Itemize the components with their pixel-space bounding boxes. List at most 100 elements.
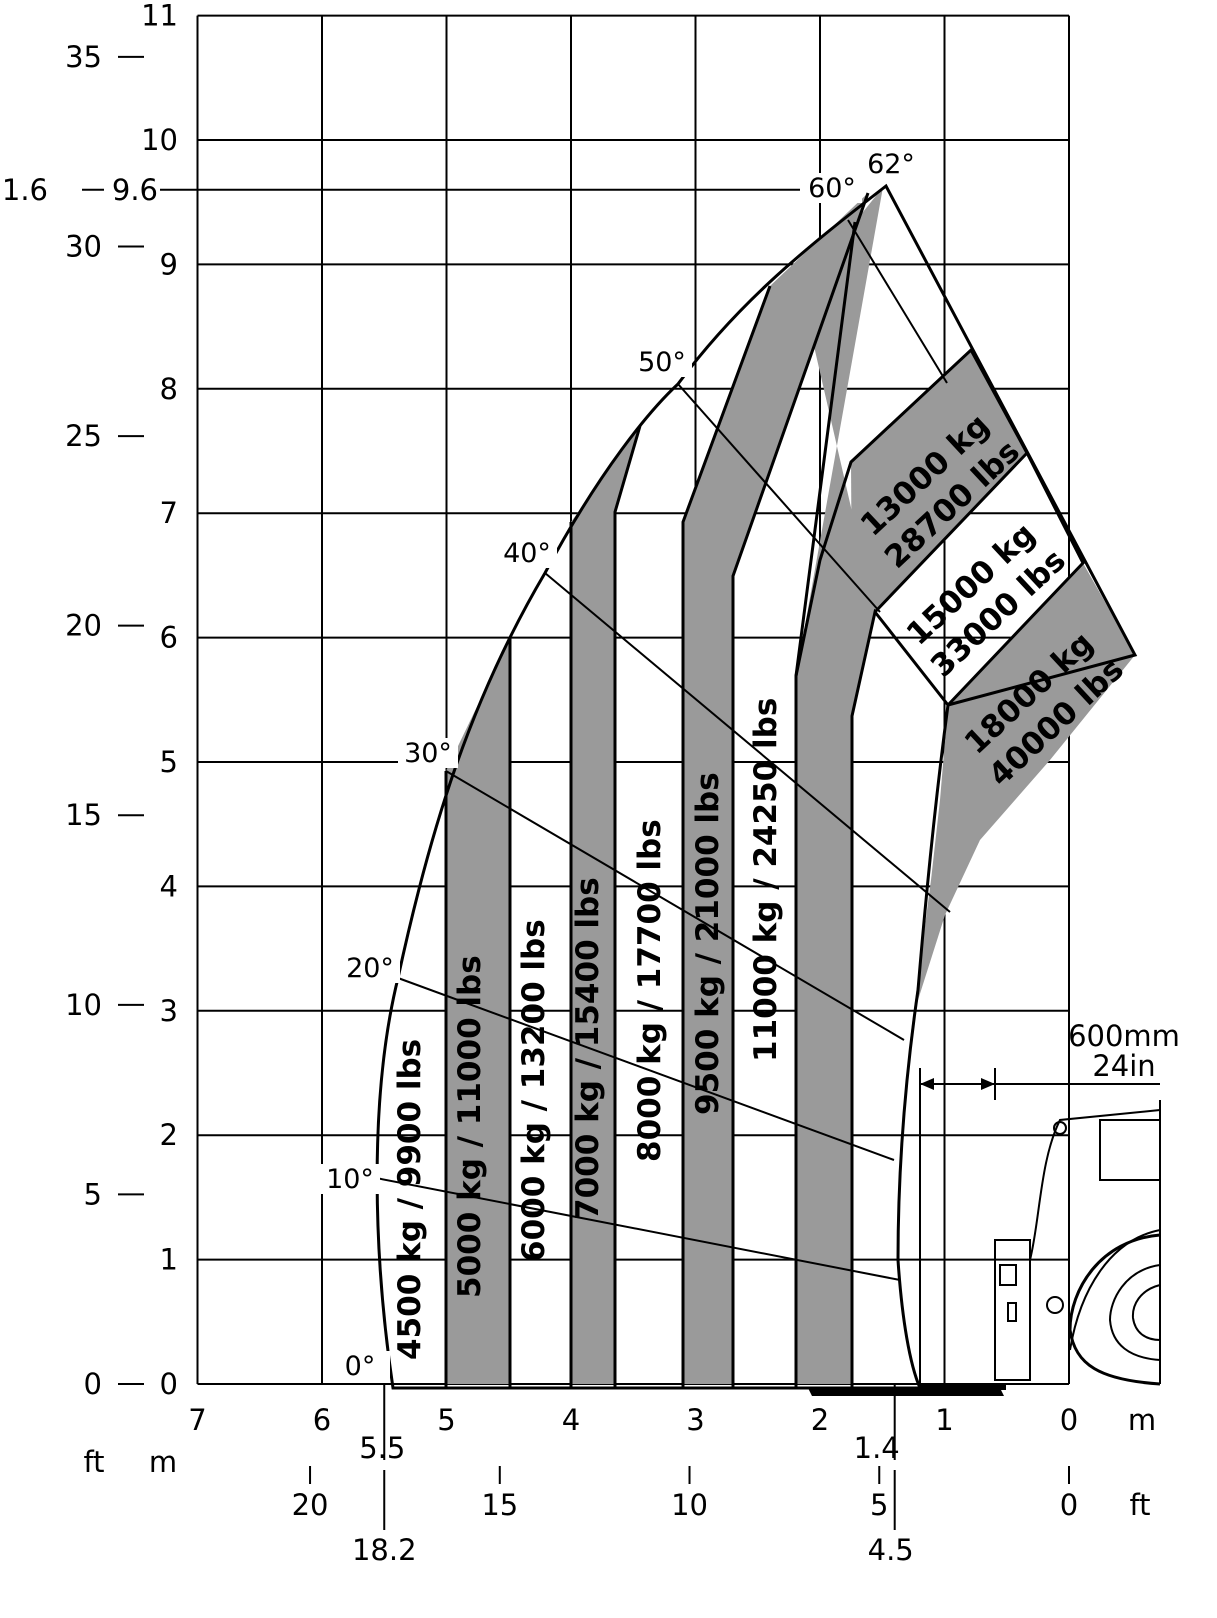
zone-9500: [683, 193, 868, 1384]
x-tick-ft-5: 5: [870, 1488, 888, 1522]
zone-label-9500: 9500 kg / 21000 lbs: [690, 772, 726, 1115]
y-tick-m-1: 1: [160, 1243, 178, 1277]
angle-label-2: 20°: [346, 953, 394, 984]
angle-label-3: 30°: [404, 738, 452, 769]
max-reach-m: 5.5: [359, 1431, 405, 1465]
unit-m: m: [149, 1445, 177, 1479]
zone-label-8000: 8000 kg / 17700 lbs: [632, 819, 668, 1162]
y-tick-ft-20: 20: [65, 609, 102, 643]
y-tick-ft-0: 0: [84, 1367, 102, 1401]
max-height-ft: 31.6: [0, 173, 48, 207]
fork-offset-mm: 600mm: [1068, 1019, 1180, 1053]
angle-label-5: 50°: [638, 347, 686, 378]
unit-ft: ft: [83, 1445, 104, 1479]
angle-label-bg-6: [802, 173, 862, 203]
x-tick-m-2: 2: [811, 1403, 829, 1437]
x-tick-m-5: 5: [437, 1403, 455, 1437]
y-tick-m-9: 9: [160, 247, 178, 281]
angle-line-4: [677, 383, 881, 613]
load-zones: [375, 183, 1138, 1390]
zone-11000: [796, 187, 883, 1384]
angle-line-5: [847, 219, 948, 384]
x-tick-m-7: 7: [188, 1403, 206, 1437]
carriage: [994, 1239, 1031, 1381]
fork-tine: [918, 1384, 1006, 1390]
x-unit-ft: ft: [1129, 1488, 1150, 1522]
angle-label-bg-1: [320, 1164, 380, 1194]
y-tick-m-6: 6: [160, 621, 178, 655]
zone-13000: [851, 350, 1027, 612]
fork-offset-arrow-right: [981, 1078, 995, 1090]
y-tick-m-4: 4: [160, 869, 178, 903]
y-tick-ft-15: 15: [65, 798, 102, 832]
max-height-m: 9.6: [112, 173, 158, 207]
x-tick-m-3: 3: [686, 1403, 704, 1437]
y-tick-m-5: 5: [160, 745, 178, 779]
zone-7000: [571, 426, 640, 1384]
y-tick-m-11: 11: [141, 0, 178, 33]
y-tick-m-2: 2: [160, 1118, 178, 1152]
x-tick-ft-10: 10: [671, 1488, 708, 1522]
zone-edge-7: [794, 347, 1085, 1388]
angle-label-bg-5: [632, 347, 692, 377]
min-reach-m: 1.4: [854, 1431, 900, 1465]
x-tick-m-6: 6: [313, 1403, 331, 1437]
angle-label-bg-7: [861, 149, 921, 179]
max-reach-ft: 18.2: [352, 1533, 417, 1567]
angle-label-bg-3: [398, 738, 458, 768]
telehandler-drawing: [808, 1100, 1161, 1396]
zone-edge-4: [681, 285, 772, 1388]
wheel-tyre: [1068, 1233, 1161, 1386]
x-tick-ft-15: 15: [481, 1488, 518, 1522]
x-tick-m-1: 1: [935, 1403, 953, 1437]
angle-label-6: 60°: [808, 173, 856, 204]
zone-edge-5: [731, 192, 870, 1388]
y-tick-m-7: 7: [160, 496, 178, 530]
boom-angle-lines: [160, 188, 951, 1460]
zone-18000: [910, 563, 1135, 1040]
angle-label-bg-0: [330, 1351, 390, 1381]
y-tick-ft-25: 25: [65, 419, 102, 453]
x-tick-ft-20: 20: [292, 1488, 329, 1522]
angle-line-1: [397, 977, 895, 1161]
wheel-hub: [1131, 1284, 1161, 1341]
zone-label-11000: 11000 kg / 24250 lbs: [748, 698, 784, 1062]
y-tick-m-8: 8: [160, 372, 178, 406]
y-tick-m-3: 3: [160, 994, 178, 1028]
x-tick-m-0: 0: [1060, 1403, 1078, 1437]
angle-line-3: [544, 572, 951, 913]
y-tick-ft-30: 30: [65, 229, 102, 263]
carriage-detail: [999, 1264, 1017, 1286]
zone-5000: [446, 638, 510, 1384]
x-unit-m: m: [1128, 1403, 1156, 1437]
zone-label-5000: 5000 kg / 11000 lbs: [452, 955, 488, 1298]
angle-label-0: 0°: [345, 1351, 376, 1382]
angle-label-bg-4: [497, 538, 557, 568]
angle-label-7: 62°: [867, 149, 915, 180]
zone-label-7000: 7000 kg / 15400 lbs: [570, 877, 606, 1220]
wheel-rim: [1108, 1264, 1161, 1361]
zone-edge-3: [613, 425, 642, 1388]
zone-label-6000: 6000 kg / 13200 lbs: [516, 919, 552, 1262]
angle-line-0: [375, 1177, 901, 1281]
carriage-slot: [1007, 1302, 1017, 1322]
angle-label-bg-2: [340, 953, 400, 983]
fork-offset-arrow-left: [920, 1078, 934, 1090]
angle-label-1: 10°: [326, 1164, 374, 1195]
cab-block: [1099, 1119, 1161, 1181]
x-tick-m-4: 4: [562, 1403, 580, 1437]
x-tick-ft-0: 0: [1060, 1488, 1078, 1522]
zone-label-4500: 4500 kg / 9900 lbs: [392, 1039, 428, 1360]
y-tick-ft-10: 10: [65, 988, 102, 1022]
y-tick-m-10: 10: [141, 123, 178, 157]
min-reach-ft: 4.5: [868, 1533, 914, 1567]
zone-edge-8: [873, 451, 1029, 614]
hinge-pin: [1046, 1296, 1064, 1314]
angle-label-4: 40°: [503, 538, 551, 569]
angle-line-2: [445, 770, 905, 1041]
fork-offset-in: 24in: [1092, 1049, 1155, 1083]
y-tick-ft-35: 35: [65, 40, 102, 74]
boom-body: [1029, 1108, 1161, 1351]
